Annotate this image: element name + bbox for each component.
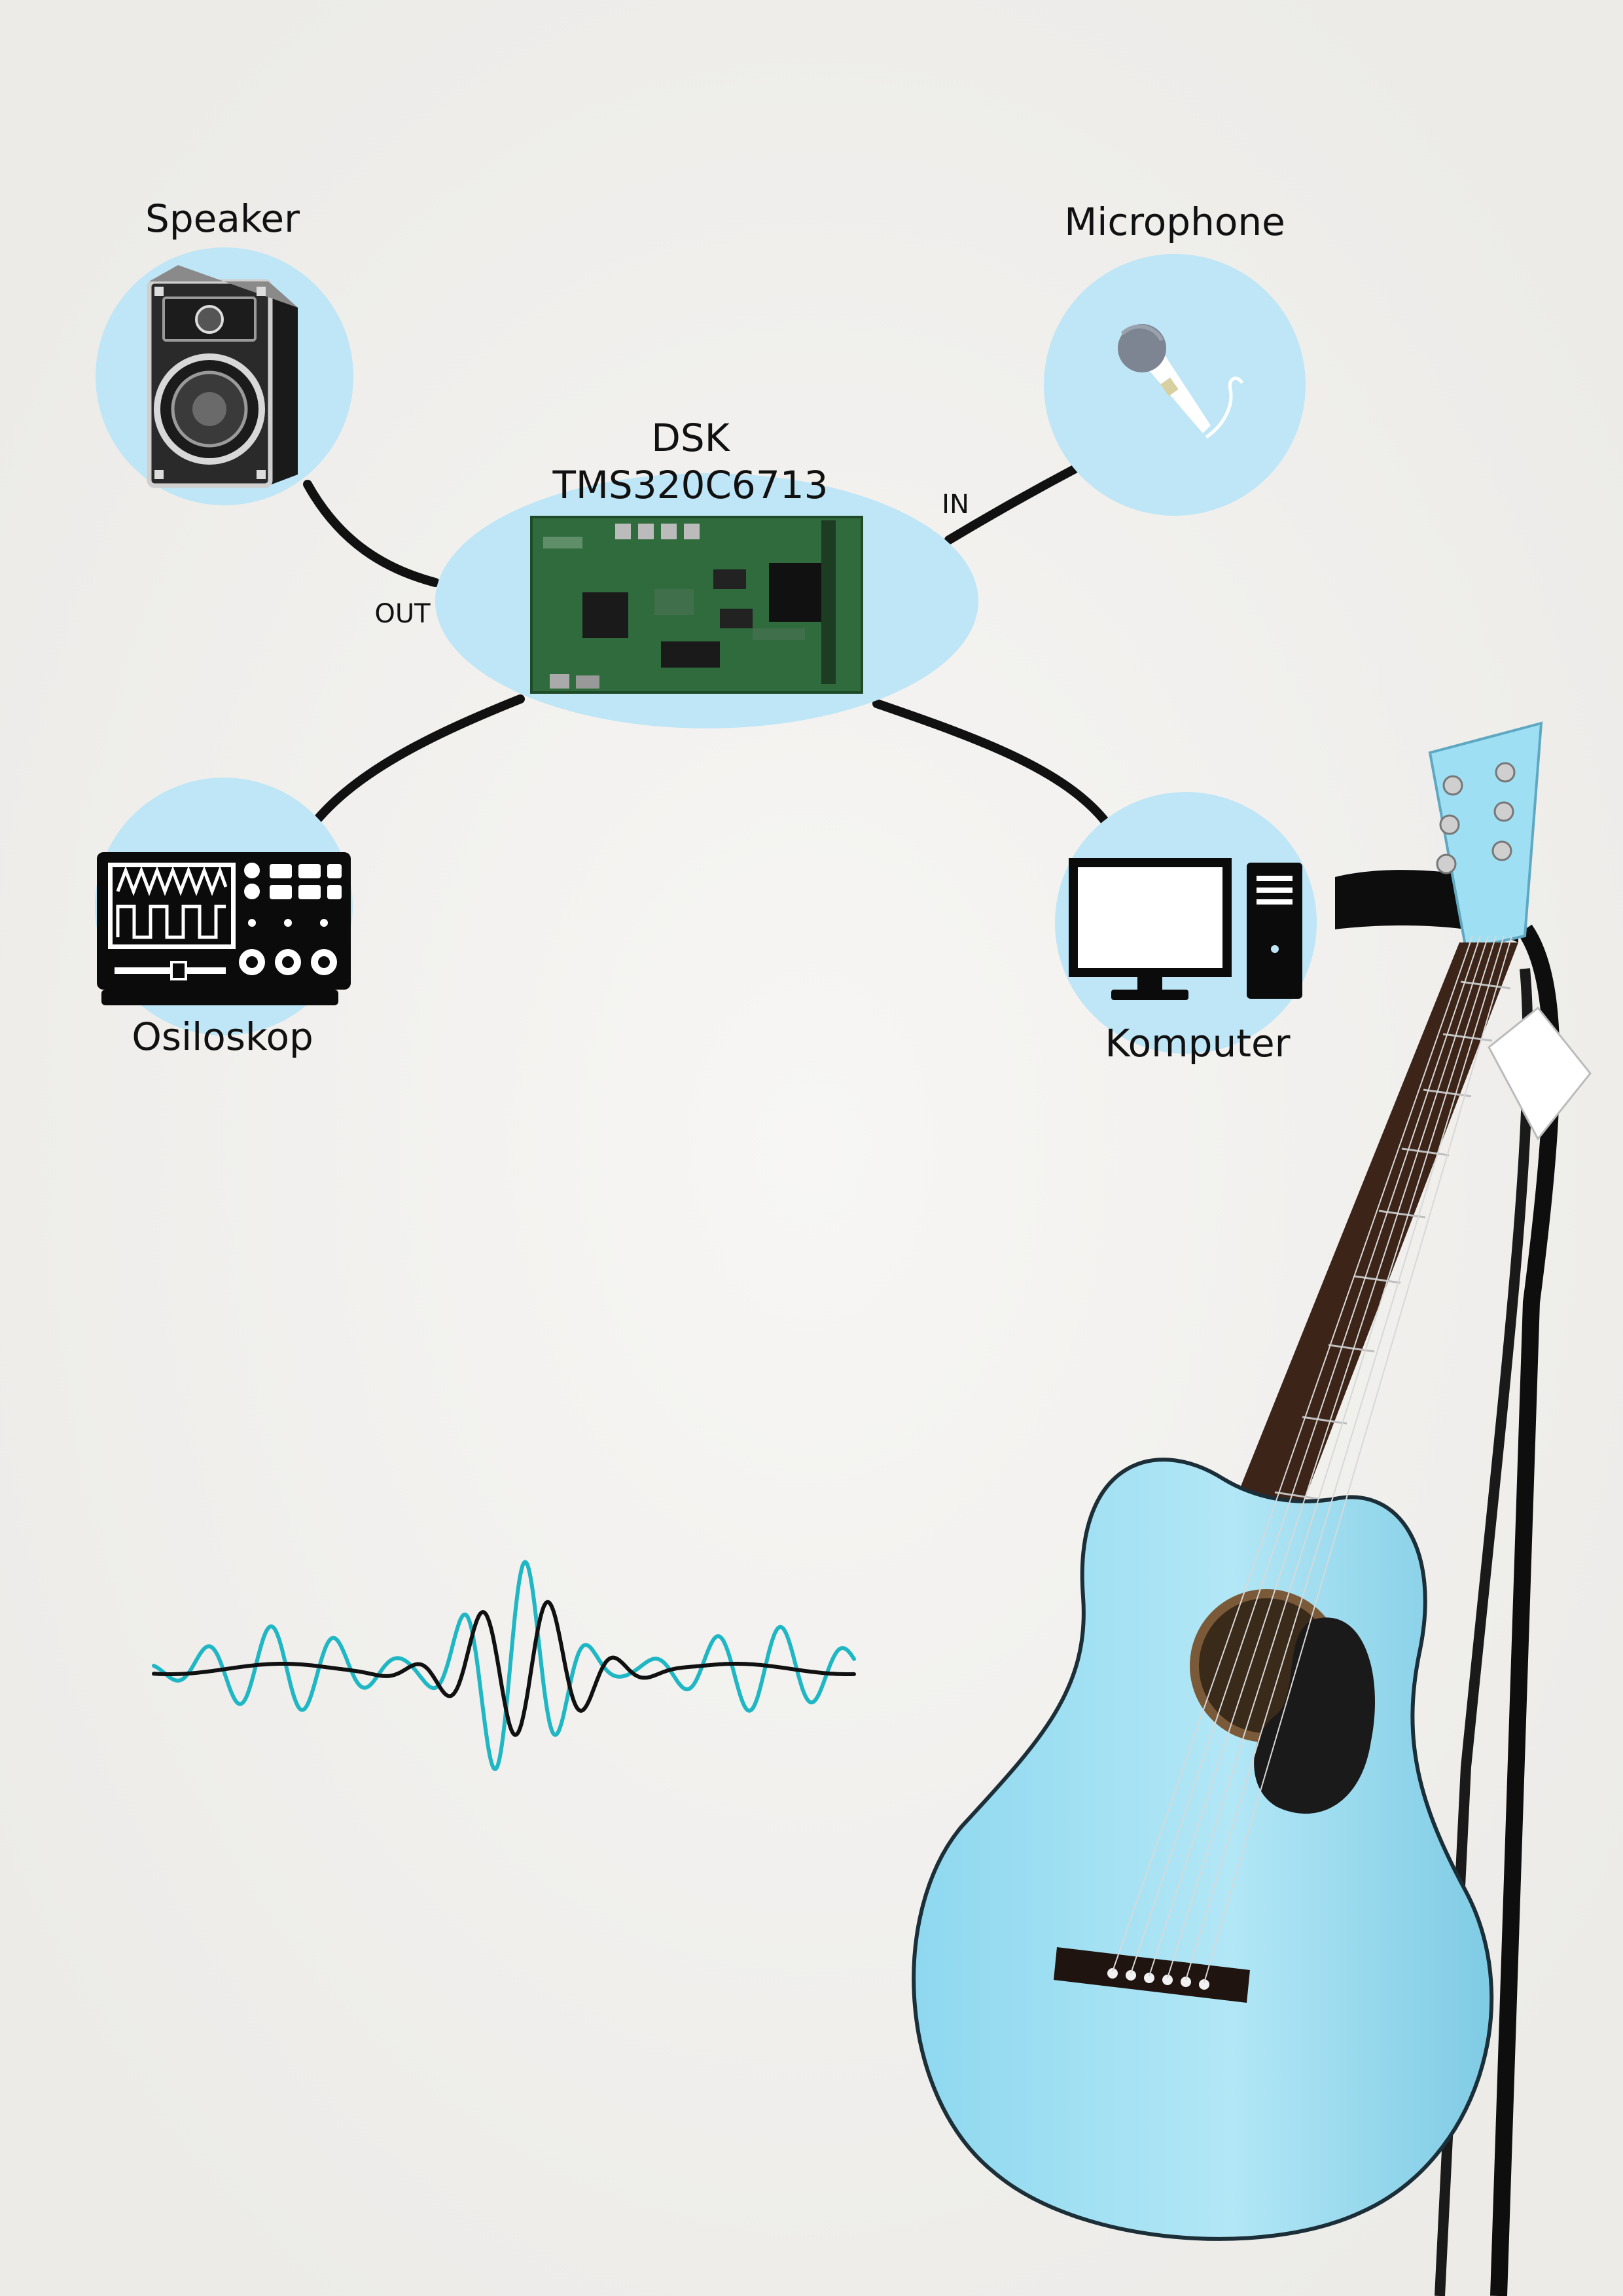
computer-icon xyxy=(1069,858,1302,1000)
speaker-label: Speaker xyxy=(145,196,300,241)
speaker-icon xyxy=(147,265,298,488)
dsk-label-line1: DSK xyxy=(651,416,730,460)
wire-dsk-computer xyxy=(872,699,1117,836)
guitar-image xyxy=(912,721,1592,2241)
microphone-icon xyxy=(1118,324,1244,439)
out-label: OUT xyxy=(374,599,431,629)
wire-speaker-dsk xyxy=(303,480,440,587)
microphone-label: Microphone xyxy=(1064,200,1285,244)
wave-cyan-line xyxy=(152,1560,856,1771)
dsk-label-line2: TMS320C6713 xyxy=(552,463,829,507)
dsk-board-image xyxy=(530,516,863,694)
wire-mic-dsk xyxy=(944,463,1081,545)
computer-label: Komputer xyxy=(1105,1021,1291,1066)
sound-wave-graphic xyxy=(152,1560,856,1771)
oscilloscope-label: Osiloskop xyxy=(132,1014,313,1059)
in-label: IN xyxy=(942,490,969,520)
oscilloscope-icon xyxy=(97,852,351,1005)
wave-dark-line xyxy=(152,1600,856,1737)
